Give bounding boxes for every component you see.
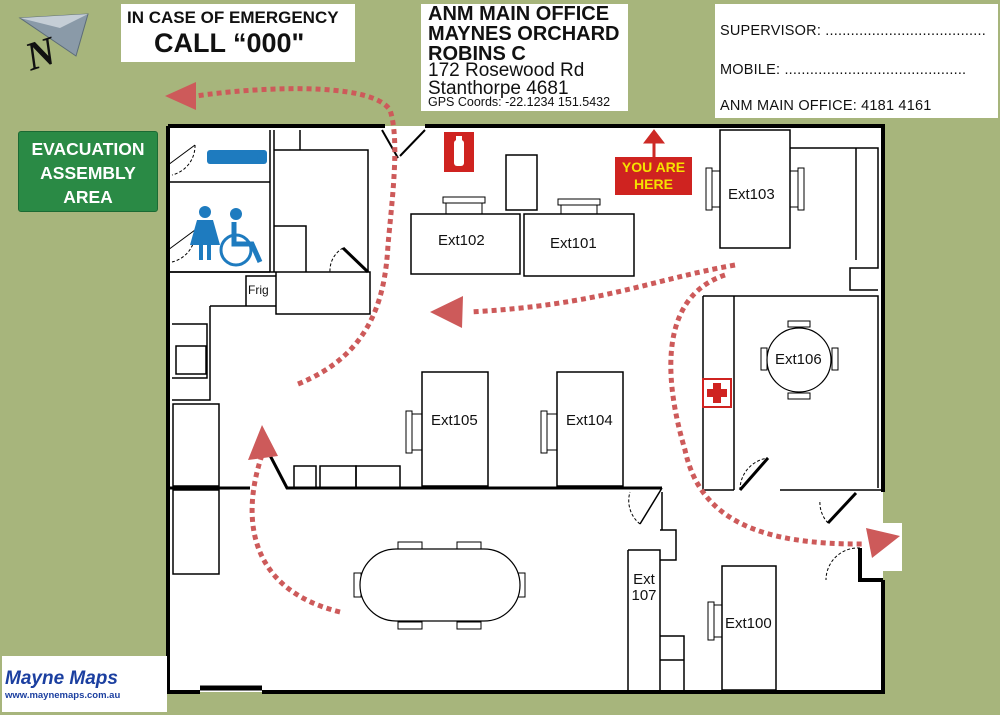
you-are-here-arrow-icon [642,129,666,158]
round-table [766,327,832,393]
room-label-ext107-line-1: Ext [633,571,655,588]
chairs [353,167,839,641]
first-aid-icon [702,378,732,408]
meeting-table [359,548,521,622]
room-label-ext107: Ext 107 [630,572,658,604]
door-swings [171,144,861,581]
logo-url: www.maynemaps.com.au [5,690,121,701]
fire-extinguisher-icon [444,132,474,172]
room-label-ext103: Ext103 [728,186,775,203]
male-toilet-icon [207,150,267,164]
logo-panel [2,656,167,712]
building-floor [168,126,883,692]
orchard-title: MAYNES ORCHARD [428,23,620,45]
room-label-ext102: Ext102 [438,232,485,249]
outer-walls [166,124,885,694]
room-label-ext106: Ext106 [775,351,822,368]
mobile-field: MOBILE: ................................… [720,62,967,78]
route-arrow-icon [866,528,900,558]
fridge-label: Frig [248,283,269,297]
female-toilet-icon [190,206,220,260]
office-phone: ANM MAIN OFFICE: 4181 4161 [720,98,932,114]
route-arrow-icon [248,425,278,460]
street-address: 172 Rosewood Rd [428,60,585,81]
logo-name: Mayne Maps [5,668,118,689]
address-panel [421,4,628,111]
north-arrow-icon [18,13,89,57]
room-label-ext107-line-2: 107 [631,587,657,604]
town-address: Stanthorpe 4681 [428,78,569,99]
room-label-ext100: Ext100 [725,615,772,632]
route-arrow-icon [165,82,196,110]
site-name: ROBINS C [428,43,526,65]
room-label-ext104: Ext104 [566,412,613,429]
you-are-here-line-1: YOU ARE [621,159,686,175]
contacts-panel [715,4,998,118]
emergency-panel [121,4,355,62]
emergency-number: CALL “000" [154,28,305,58]
supervisor-field: SUPERVISOR: ............................… [720,23,986,39]
assembly-line-3: AREA [63,187,113,207]
gps-coords: GPS Coords: -22.1234 151.5432 [428,95,611,109]
route-arrowheads [165,82,900,558]
office-title: ANM MAIN OFFICE [428,3,610,25]
emergency-heading: IN CASE OF EMERGENCY [127,8,339,27]
assembly-area-sign: EVACUATION ASSEMBLY AREA [18,131,158,212]
assembly-line-2: ASSEMBLY [40,163,136,183]
assembly-line-1: EVACUATION [31,139,145,159]
wheelchair-icon [219,208,263,267]
room-label-ext105: Ext105 [431,412,478,429]
you-are-here-line-2: HERE [634,176,673,192]
room-label-ext101: Ext101 [550,235,597,252]
you-are-here-sign: YOU ARE HERE [615,157,692,195]
evacuation-routes [195,86,866,615]
route-arrow-icon [430,296,463,328]
